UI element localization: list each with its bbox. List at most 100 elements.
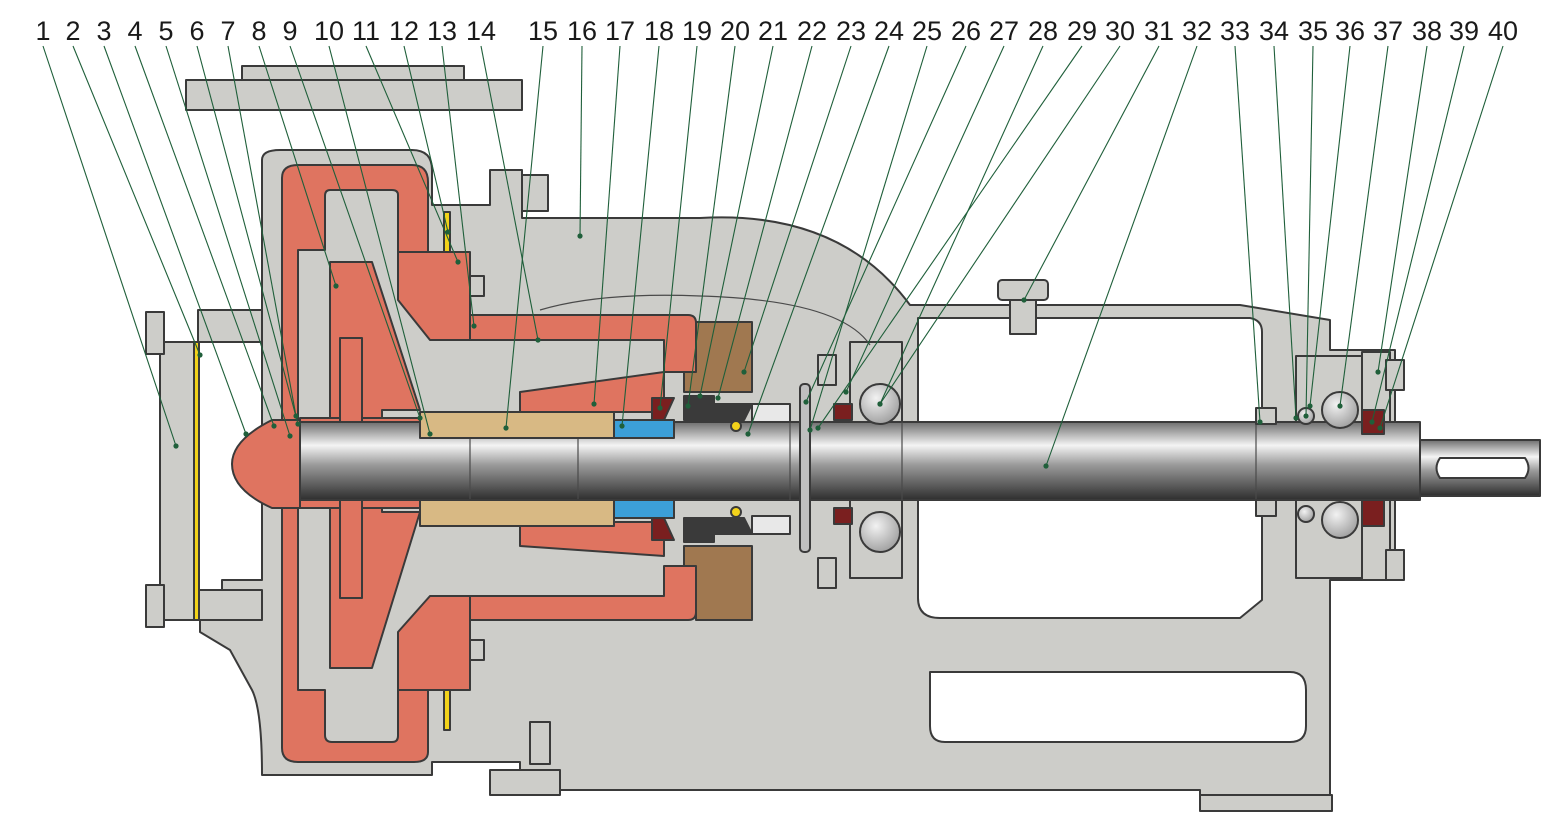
- leader-dot-33: [1257, 419, 1263, 425]
- oil-plug-stem: [1009, 297, 1037, 335]
- part-number-label-20: 20: [720, 16, 750, 46]
- part-number-label-32: 32: [1182, 16, 1212, 46]
- part-number-label-22: 22: [797, 16, 827, 46]
- seal-face-lower: [713, 517, 753, 535]
- part-number-label-31: 31: [1144, 16, 1174, 46]
- leader-dot-29: [815, 425, 821, 431]
- leader-dot-20: [685, 403, 691, 409]
- flinger-disc: [799, 383, 811, 553]
- outer-bearing-ball-lower: [1321, 501, 1359, 539]
- end-bolt-bottom: [1385, 549, 1405, 581]
- part-number-label-37: 37: [1373, 16, 1403, 46]
- leader-line-22: [717, 45, 813, 399]
- leader-dot-16: [577, 233, 583, 239]
- leader-line-34: [1273, 45, 1297, 419]
- part-number-label-29: 29: [1067, 16, 1097, 46]
- support-bracket-top: [185, 79, 523, 111]
- leader-line-31: [1023, 45, 1160, 301]
- leader-dot-26: [803, 399, 809, 405]
- leader-line-21: [699, 45, 774, 397]
- part-number-label-39: 39: [1449, 16, 1479, 46]
- part-number-label-38: 38: [1412, 16, 1442, 46]
- leader-line-24: [747, 45, 890, 435]
- part-number-label-27: 27: [989, 16, 1019, 46]
- cover-bolt-bottom: [145, 584, 165, 628]
- lip-seal-lower: [651, 517, 675, 541]
- part-number-label-25: 25: [912, 16, 942, 46]
- spacer-ball-lower: [1297, 505, 1315, 523]
- leader-dot-19: [657, 405, 663, 411]
- part-number-label-6: 6: [189, 16, 204, 46]
- shaft-sleeve-upper: [419, 411, 615, 439]
- leader-line-16: [579, 45, 583, 237]
- leader-line-7: [227, 45, 297, 417]
- part-number-label-3: 3: [96, 16, 111, 46]
- part-number-label-28: 28: [1028, 16, 1058, 46]
- part-number-label-26: 26: [951, 16, 981, 46]
- leader-line-38: [1377, 45, 1428, 373]
- gland-lower: [683, 545, 753, 621]
- frame-window-lower: [929, 671, 1307, 743]
- o-ring-upper: [730, 420, 742, 432]
- leader-dot-31: [1021, 297, 1027, 303]
- leader-line-3: [103, 45, 247, 435]
- leader-line-28: [879, 45, 1044, 405]
- part-number-label-33: 33: [1220, 16, 1250, 46]
- gasket-lower: [443, 689, 451, 731]
- leader-line-13: [441, 45, 475, 327]
- leader-line-12: [403, 45, 449, 233]
- leader-line-33: [1234, 45, 1261, 423]
- leader-dot-21: [697, 393, 703, 399]
- support-bracket-cap: [241, 65, 465, 81]
- sleeve-ring-lower: [613, 499, 675, 519]
- leader-dot-38: [1375, 369, 1381, 375]
- leader-dot-17: [591, 401, 597, 407]
- part-number-label-5: 5: [158, 16, 173, 46]
- part-number-label-30: 30: [1105, 16, 1135, 46]
- part-number-label-23: 23: [836, 16, 866, 46]
- leader-line-19: [659, 45, 698, 409]
- housing-bolt-bottom: [817, 557, 837, 589]
- leader-dot-30: [877, 401, 883, 407]
- leader-line-25: [809, 45, 928, 431]
- inner-bearing-ball-lower: [859, 511, 901, 553]
- lock-nut-lower: [1255, 499, 1277, 517]
- leader-line-37: [1339, 45, 1389, 407]
- cover-bolt-top: [145, 311, 165, 355]
- leader-dot-32: [1043, 463, 1049, 469]
- leader-line-40: [1379, 45, 1504, 429]
- seal-spring-lower: [751, 515, 791, 535]
- leader-dot-35: [1303, 413, 1309, 419]
- frame-foot-right: [1199, 794, 1333, 812]
- leader-line-35: [1305, 45, 1314, 417]
- leader-dot-12: [445, 229, 451, 235]
- leader-dot-6: [295, 421, 301, 427]
- leader-dot-25: [807, 427, 813, 433]
- leader-dot-39: [1369, 419, 1375, 425]
- leader-dot-10: [427, 431, 433, 437]
- part-number-label-19: 19: [682, 16, 712, 46]
- leader-line-8: [258, 45, 337, 287]
- part-number-label-16: 16: [567, 16, 597, 46]
- leader-line-4: [134, 45, 275, 427]
- leader-line-11: [365, 45, 459, 263]
- keyway: [1435, 457, 1530, 479]
- gland-upper: [683, 321, 753, 393]
- cover-gasket: [193, 341, 200, 621]
- front-cover-plate: [159, 341, 199, 621]
- sleeve-and-seal-parts: [193, 211, 1385, 731]
- end-bolt-top: [1385, 359, 1405, 391]
- part-number-label-14: 14: [466, 16, 496, 46]
- leader-dot-13: [471, 323, 477, 329]
- leader-line-20: [687, 45, 736, 407]
- leader-dot-3: [243, 431, 249, 437]
- frame-foot-left: [489, 769, 561, 796]
- pump-casing: [145, 65, 1405, 812]
- part-number-label-17: 17: [605, 16, 635, 46]
- shaft-sleeve-lower: [419, 499, 615, 527]
- leader-line-30: [879, 45, 1121, 405]
- part-number-label-1: 1: [35, 16, 50, 46]
- leader-dot-5: [287, 433, 293, 439]
